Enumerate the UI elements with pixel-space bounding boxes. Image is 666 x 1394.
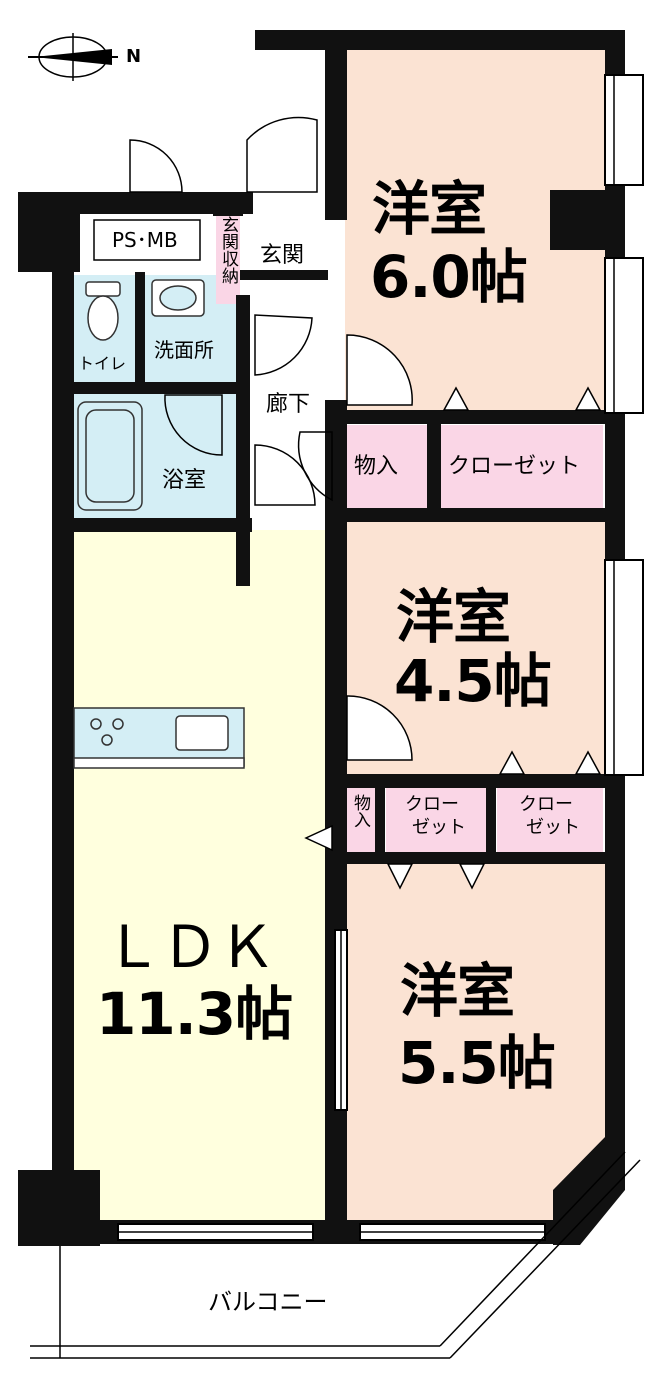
storage1-label: 物入 — [354, 454, 399, 479]
bedroom1-name: 洋室 — [372, 175, 487, 243]
window-mullions — [118, 75, 615, 1233]
closet3-floor — [497, 788, 603, 854]
bedroom2-size: 4.5帖 — [394, 647, 552, 715]
stove-icon — [90, 718, 102, 730]
closet2-label-line2: ゼット — [412, 816, 466, 838]
hallway-label: 廊下 — [266, 392, 311, 417]
storage2-label: 物入 — [350, 794, 370, 828]
bedroom2-name: 洋室 — [396, 583, 511, 651]
compass-icon — [28, 33, 118, 81]
washroom-label: 洗面所 — [154, 338, 214, 362]
ldk-name: ＬＤＫ — [104, 913, 276, 981]
closet3-label-line1: クロー — [519, 794, 573, 815]
ps-mb-label: PS･MB — [112, 228, 178, 252]
genkan-label: 玄関 — [260, 243, 305, 268]
toilet-label: トイレ — [78, 354, 127, 373]
closet3-label: クロー ゼット — [512, 794, 580, 839]
genkan-storage-label: 玄関収納 — [218, 216, 238, 284]
storage2-floor — [345, 788, 377, 854]
closet1-label: クローゼット — [448, 454, 581, 479]
closet1-floor — [441, 425, 603, 510]
door-swings — [129, 116, 413, 761]
bedroom1-size: 6.0帖 — [370, 243, 528, 311]
bedroom-5-5-floor — [345, 862, 607, 1228]
bedroom3-size: 5.5帖 — [398, 1029, 556, 1097]
closet2-label: クロー ゼット — [398, 794, 466, 839]
toilet-icon — [85, 281, 121, 297]
bedroom3-name: 洋室 — [400, 957, 515, 1025]
fixtures — [73, 219, 245, 769]
walls — [18, 30, 625, 1246]
compass-north-label: N — [126, 46, 142, 67]
ldk-floor — [70, 530, 335, 1230]
ps-mb-box — [93, 219, 201, 261]
balcony-label: バルコニー — [208, 1288, 328, 1316]
closet2-floor — [386, 788, 486, 854]
bathroom-label: 浴室 — [162, 468, 207, 493]
storage1-floor — [345, 425, 427, 510]
closet2-label-line1: クロー — [405, 794, 459, 815]
closet-door-marks — [304, 386, 602, 890]
balcony-outline — [30, 1151, 641, 1359]
ldk-size: 11.3帖 — [96, 980, 293, 1048]
closet3-label-line2: ゼット — [526, 816, 580, 838]
genkan-storage-floor — [216, 212, 240, 304]
